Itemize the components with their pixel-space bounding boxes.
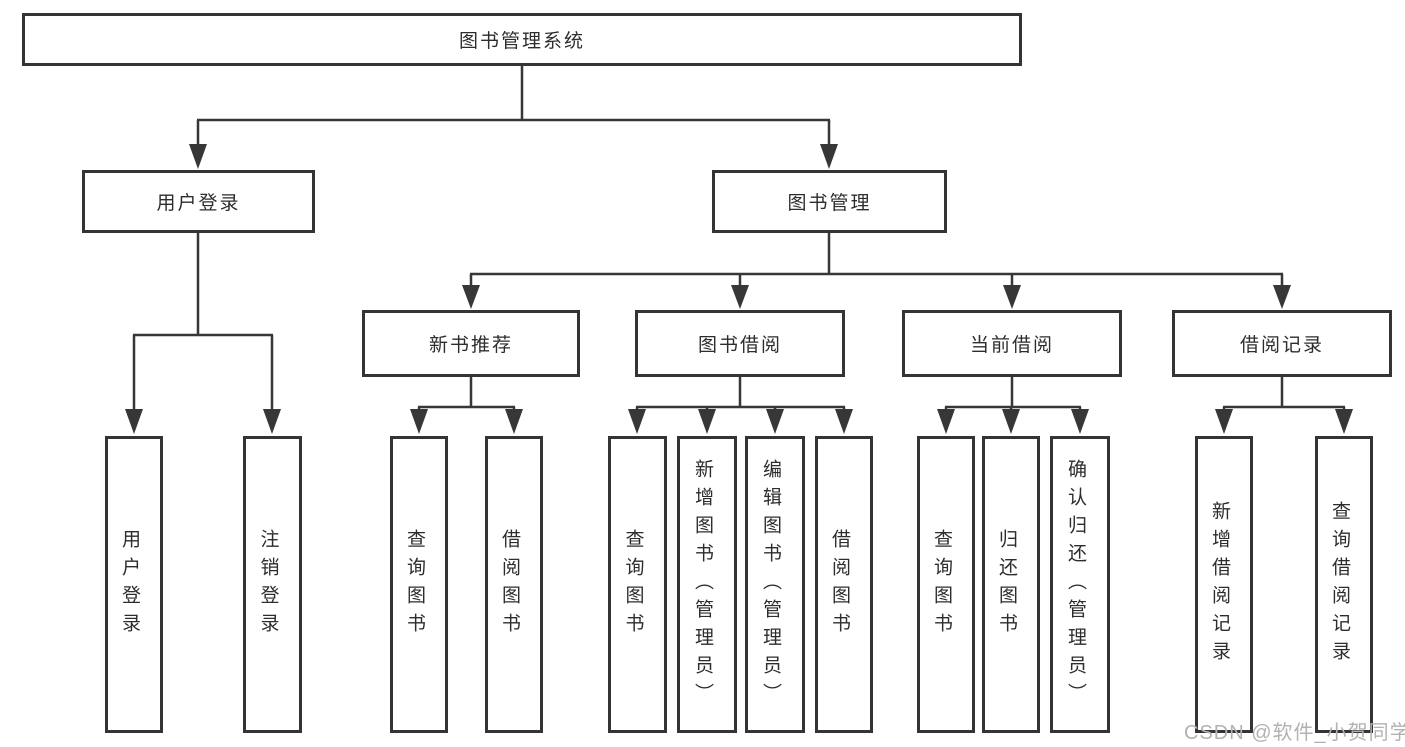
connector-current-to-leaves [944,377,1082,412]
node-borrow-books-borrowing: 借阅图书 [815,436,873,733]
arrowhead-icon [628,409,646,434]
node-new-book-recommend: 新书推荐 [362,310,580,377]
node-edit-books-admin: 编辑图书（管理员） [745,436,805,733]
node-return-books: 归还图书 [982,436,1040,733]
arrowheads [125,144,1353,434]
arrowhead-icon [937,409,955,434]
arrowhead-icon [1335,409,1353,434]
arrowhead-icon [410,409,428,434]
node-confirm-return-admin: 确认归还（管理员） [1050,436,1110,733]
arrowhead-icon [731,285,749,309]
arrowhead-icon [698,409,716,434]
arrowhead-icon [820,144,838,169]
node-current-borrowing: 当前借阅 [902,310,1122,377]
connector-root-to-level2 [196,66,831,146]
arrowhead-icon [189,144,207,169]
node-book-management-module: 图书管理 [712,170,947,233]
arrowhead-icon [505,409,523,434]
node-borrowing-records: 借阅记录 [1172,310,1392,377]
node-query-borrow-record: 查询借阅记录 [1315,436,1373,733]
arrowhead-icon [835,409,853,434]
node-query-books-current: 查询图书 [917,436,975,733]
arrowhead-icon [462,285,480,309]
connector-recommend-to-leaves [417,377,516,412]
arrowhead-icon [125,409,143,434]
connector-records-to-leaves [1222,377,1346,412]
connector-mgmt-to-level3 [469,233,1284,287]
node-query-books-borrowing: 查询图书 [608,436,667,733]
arrowhead-icon [1071,409,1089,434]
arrowhead-icon [1002,409,1020,434]
arrowhead-icon [1003,285,1021,309]
node-library-management-system: 图书管理系统 [22,13,1022,66]
node-book-borrowing: 图书借阅 [635,310,845,377]
connector-login-to-leaves [132,233,274,411]
arrowhead-icon [1273,285,1291,309]
node-logout: 注销登录 [243,436,302,733]
node-add-books-admin: 新增图书（管理员） [677,436,737,733]
connector-borrowing-to-leaves [635,377,846,412]
node-user-login-module: 用户登录 [82,170,315,233]
csdn-watermark: CSDN @软件_小贺同学 [1184,722,1405,744]
arrowhead-icon [263,409,281,434]
node-query-books-recommend: 查询图书 [390,436,448,733]
node-user-login-leaf: 用户登录 [105,436,163,733]
node-borrow-books-recommend: 借阅图书 [485,436,543,733]
arrowhead-icon [1215,409,1233,434]
node-add-borrow-record: 新增借阅记录 [1195,436,1253,733]
arrowhead-icon [766,409,784,434]
